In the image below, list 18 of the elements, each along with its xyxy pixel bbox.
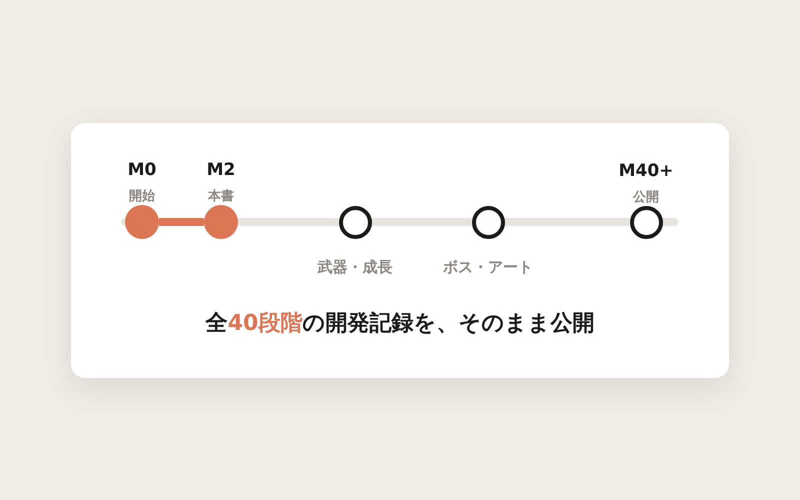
milestone-label: M40+ bbox=[618, 160, 674, 180]
tagline: 全40段階の開発記録を、そのまま公開 bbox=[206, 310, 594, 338]
milestone-caption: 本書 bbox=[208, 189, 234, 205]
milestone-ring bbox=[472, 206, 504, 238]
milestone-caption: 開始 bbox=[129, 189, 155, 205]
track-line bbox=[372, 218, 472, 226]
milestone-dot bbox=[204, 205, 238, 239]
milestone-dot bbox=[125, 205, 159, 239]
track-line bbox=[238, 218, 338, 226]
milestone-ring bbox=[338, 206, 372, 238]
progress-line bbox=[159, 218, 204, 226]
milestone-label: M2 bbox=[206, 160, 236, 180]
milestone-label: M0 bbox=[128, 160, 156, 180]
milestone-caption: 武器・成長 bbox=[318, 258, 392, 276]
milestone-caption: 公開 bbox=[633, 190, 659, 206]
milestone-ring bbox=[630, 206, 662, 238]
track-line bbox=[504, 218, 630, 226]
milestone-caption: ボス・アート bbox=[443, 258, 533, 276]
